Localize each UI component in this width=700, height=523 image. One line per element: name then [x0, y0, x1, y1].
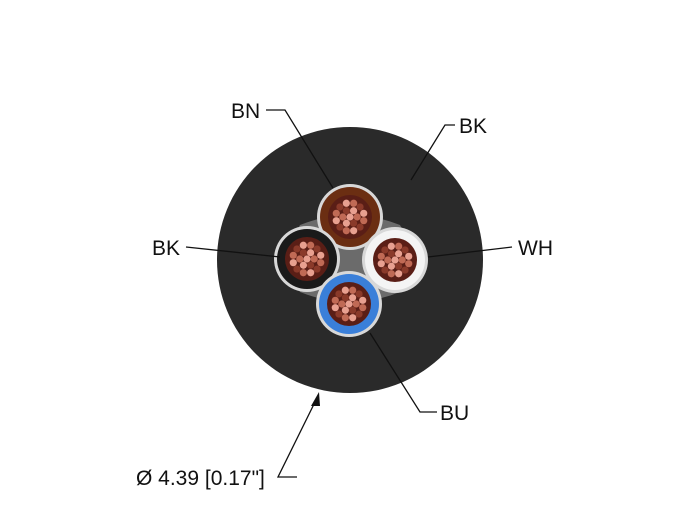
strand: [317, 259, 325, 267]
strand: [339, 213, 347, 221]
diameter-arrowhead: [311, 392, 320, 406]
strand: [405, 260, 413, 268]
strand: [349, 294, 357, 302]
strand: [336, 203, 344, 211]
strand: [387, 270, 395, 278]
conductor-bu: [316, 271, 382, 337]
strand: [335, 310, 343, 318]
leader-diameter: [276, 397, 318, 478]
label-bu: BU: [440, 402, 469, 425]
strand: [355, 310, 363, 318]
strand: [395, 250, 403, 258]
strand: [405, 252, 413, 260]
leader-bk-top: [410, 124, 455, 181]
strand: [310, 255, 318, 263]
leader-wh: [427, 246, 513, 258]
strand: [355, 290, 363, 298]
strand: [360, 217, 368, 225]
strand: [345, 300, 353, 308]
strand: [387, 262, 395, 270]
strand: [395, 270, 403, 278]
strand: [359, 296, 367, 304]
strand: [299, 261, 307, 269]
strand: [384, 256, 392, 264]
conductors-group: [274, 184, 428, 337]
conductor-bn: [317, 184, 383, 250]
leader-bn: [266, 109, 334, 189]
strand: [349, 314, 357, 322]
strand: [398, 256, 406, 264]
strand: [332, 209, 340, 217]
strand: [359, 304, 367, 312]
label-diameter: Ø 4.39 [0.17"]: [136, 467, 265, 490]
strand: [395, 242, 403, 250]
strand: [299, 249, 307, 257]
label-wh: WH: [518, 237, 553, 260]
strand: [293, 265, 301, 273]
strand: [401, 246, 409, 254]
label-bk-top: BK: [459, 115, 487, 138]
strand: [342, 219, 350, 227]
strand: [377, 252, 385, 260]
strand: [331, 296, 339, 304]
label-bn: BN: [231, 100, 260, 123]
strand: [387, 242, 395, 250]
strand: [299, 241, 307, 249]
strand: [296, 255, 304, 263]
label-bk-left: BK: [152, 237, 180, 260]
strand: [349, 306, 357, 314]
strand: [395, 262, 403, 270]
conductor-wh: [362, 227, 428, 293]
strand: [353, 213, 361, 221]
strand: [342, 199, 350, 207]
strand: [381, 266, 389, 274]
strand: [401, 266, 409, 274]
strand: [338, 300, 346, 308]
strand: [381, 246, 389, 254]
strand: [356, 203, 364, 211]
strand: [332, 217, 340, 225]
strand: [342, 227, 350, 235]
strand: [307, 241, 315, 249]
strand: [352, 300, 360, 308]
strand: [341, 306, 349, 314]
strand: [387, 250, 395, 258]
strand: [293, 245, 301, 253]
strand: [341, 314, 349, 322]
strand: [307, 249, 315, 257]
strand: [391, 256, 399, 264]
strand: [360, 209, 368, 217]
strand: [289, 259, 297, 267]
strand: [350, 219, 358, 227]
strand: [341, 294, 349, 302]
strand: [356, 223, 364, 231]
conductor-bk: [274, 226, 340, 292]
strand: [341, 286, 349, 294]
strand: [313, 265, 321, 273]
leader-bk-left: [185, 246, 281, 258]
strand: [331, 304, 339, 312]
strand: [299, 269, 307, 277]
strand: [303, 255, 311, 263]
strand: [317, 251, 325, 259]
leader-bu: [369, 332, 437, 413]
strand: [289, 251, 297, 259]
strand: [336, 223, 344, 231]
strand: [350, 207, 358, 215]
strand: [349, 286, 357, 294]
strand: [342, 207, 350, 215]
strand: [346, 213, 354, 221]
strand: [307, 269, 315, 277]
strand: [307, 261, 315, 269]
strand: [313, 245, 321, 253]
strand: [377, 260, 385, 268]
strand: [350, 227, 358, 235]
strand: [335, 290, 343, 298]
strand: [350, 199, 358, 207]
